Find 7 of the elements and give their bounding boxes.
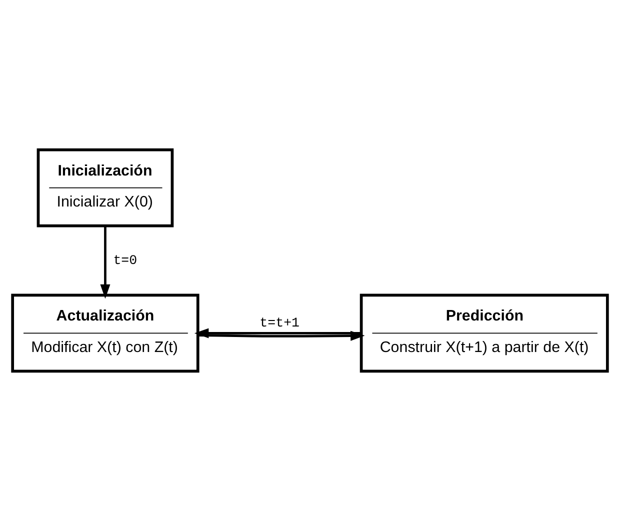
edge-label: t=0: [113, 253, 138, 268]
node-box: Inicialización Inicializar X(0): [36, 148, 174, 228]
node-box: Predicción Construir X(t+1) a partir de X(t): [360, 294, 609, 373]
node-box: Actualización Modificar X(t) con Z(t): [11, 294, 200, 373]
arrow: [194, 328, 362, 338]
edge-label: t=t+1: [260, 316, 300, 331]
arrow: [100, 226, 110, 299]
